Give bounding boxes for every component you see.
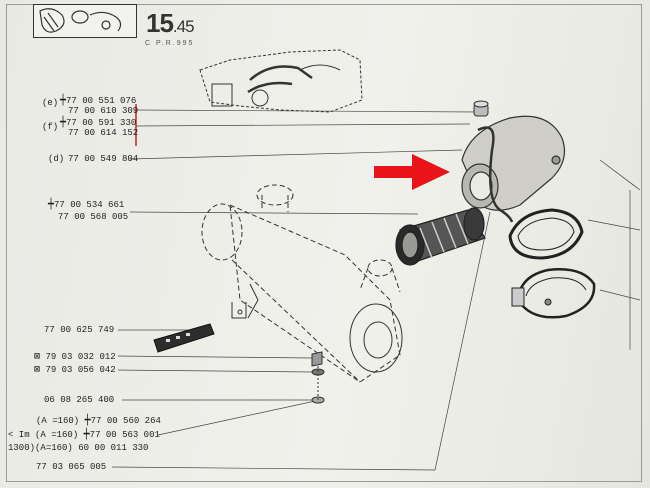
- ref-var2: < Im (A =160) ┿77 00 563 001: [8, 430, 160, 441]
- ref-bolt2: ⊠ 79 03 056 042: [34, 365, 116, 376]
- ref-f-letter: (f): [42, 122, 59, 132]
- bolt-icon: [311, 351, 325, 404]
- ref-var3: 1300)(A=160) 60 00 011 330: [8, 443, 149, 453]
- intake-elbow-icon: [461, 115, 565, 223]
- ref-var1: (A =160) ┿77 00 560 264: [36, 416, 161, 427]
- red-arrow-icon: [374, 154, 450, 190]
- ref-duct-line2: 77 00 568 005: [58, 212, 129, 222]
- leader-lines: [111, 109, 641, 471]
- page-frame: [6, 4, 642, 482]
- section-thumbnail: [33, 4, 137, 38]
- ref-f-line2: 77 00 614 152: [68, 128, 139, 138]
- ref-d-letter: (d): [48, 154, 65, 164]
- bellows-hose-icon: [395, 207, 486, 266]
- mounting-bracket-icon: [231, 283, 259, 319]
- hose-clamp-icon: [511, 268, 596, 319]
- gasket-icon: [508, 208, 584, 260]
- engine-assembly-icon: [199, 49, 363, 113]
- ref-f-line1: ┿77 00 591 330: [60, 118, 137, 129]
- ref-e-line1: ┿77 00 551 076: [60, 96, 137, 107]
- ref-bolt1: ⊠ 79 03 032 012: [34, 352, 116, 363]
- engine-thumbnail-icon: [39, 8, 122, 33]
- ref-e-group: (e): [42, 98, 58, 108]
- air-filter-housing-icon: [201, 184, 403, 383]
- page-number: 15.45: [146, 8, 195, 38]
- ref-e-line2: 77 00 610 309: [68, 106, 139, 116]
- ref-washer: 06 08 265 400: [44, 395, 115, 405]
- ref-last: 77 03 065 005: [36, 462, 107, 472]
- cap-icon: [473, 100, 489, 117]
- label-plate-icon: [153, 323, 215, 353]
- ref-duct-line1: ┿77 00 534 661: [48, 200, 125, 211]
- ref-d-number: 77 00 549 804: [68, 154, 139, 164]
- ref-e-letter: (e): [42, 98, 59, 108]
- page-reference: C P.R.995: [145, 40, 195, 47]
- ref-plate: 77 00 625 749: [44, 325, 115, 335]
